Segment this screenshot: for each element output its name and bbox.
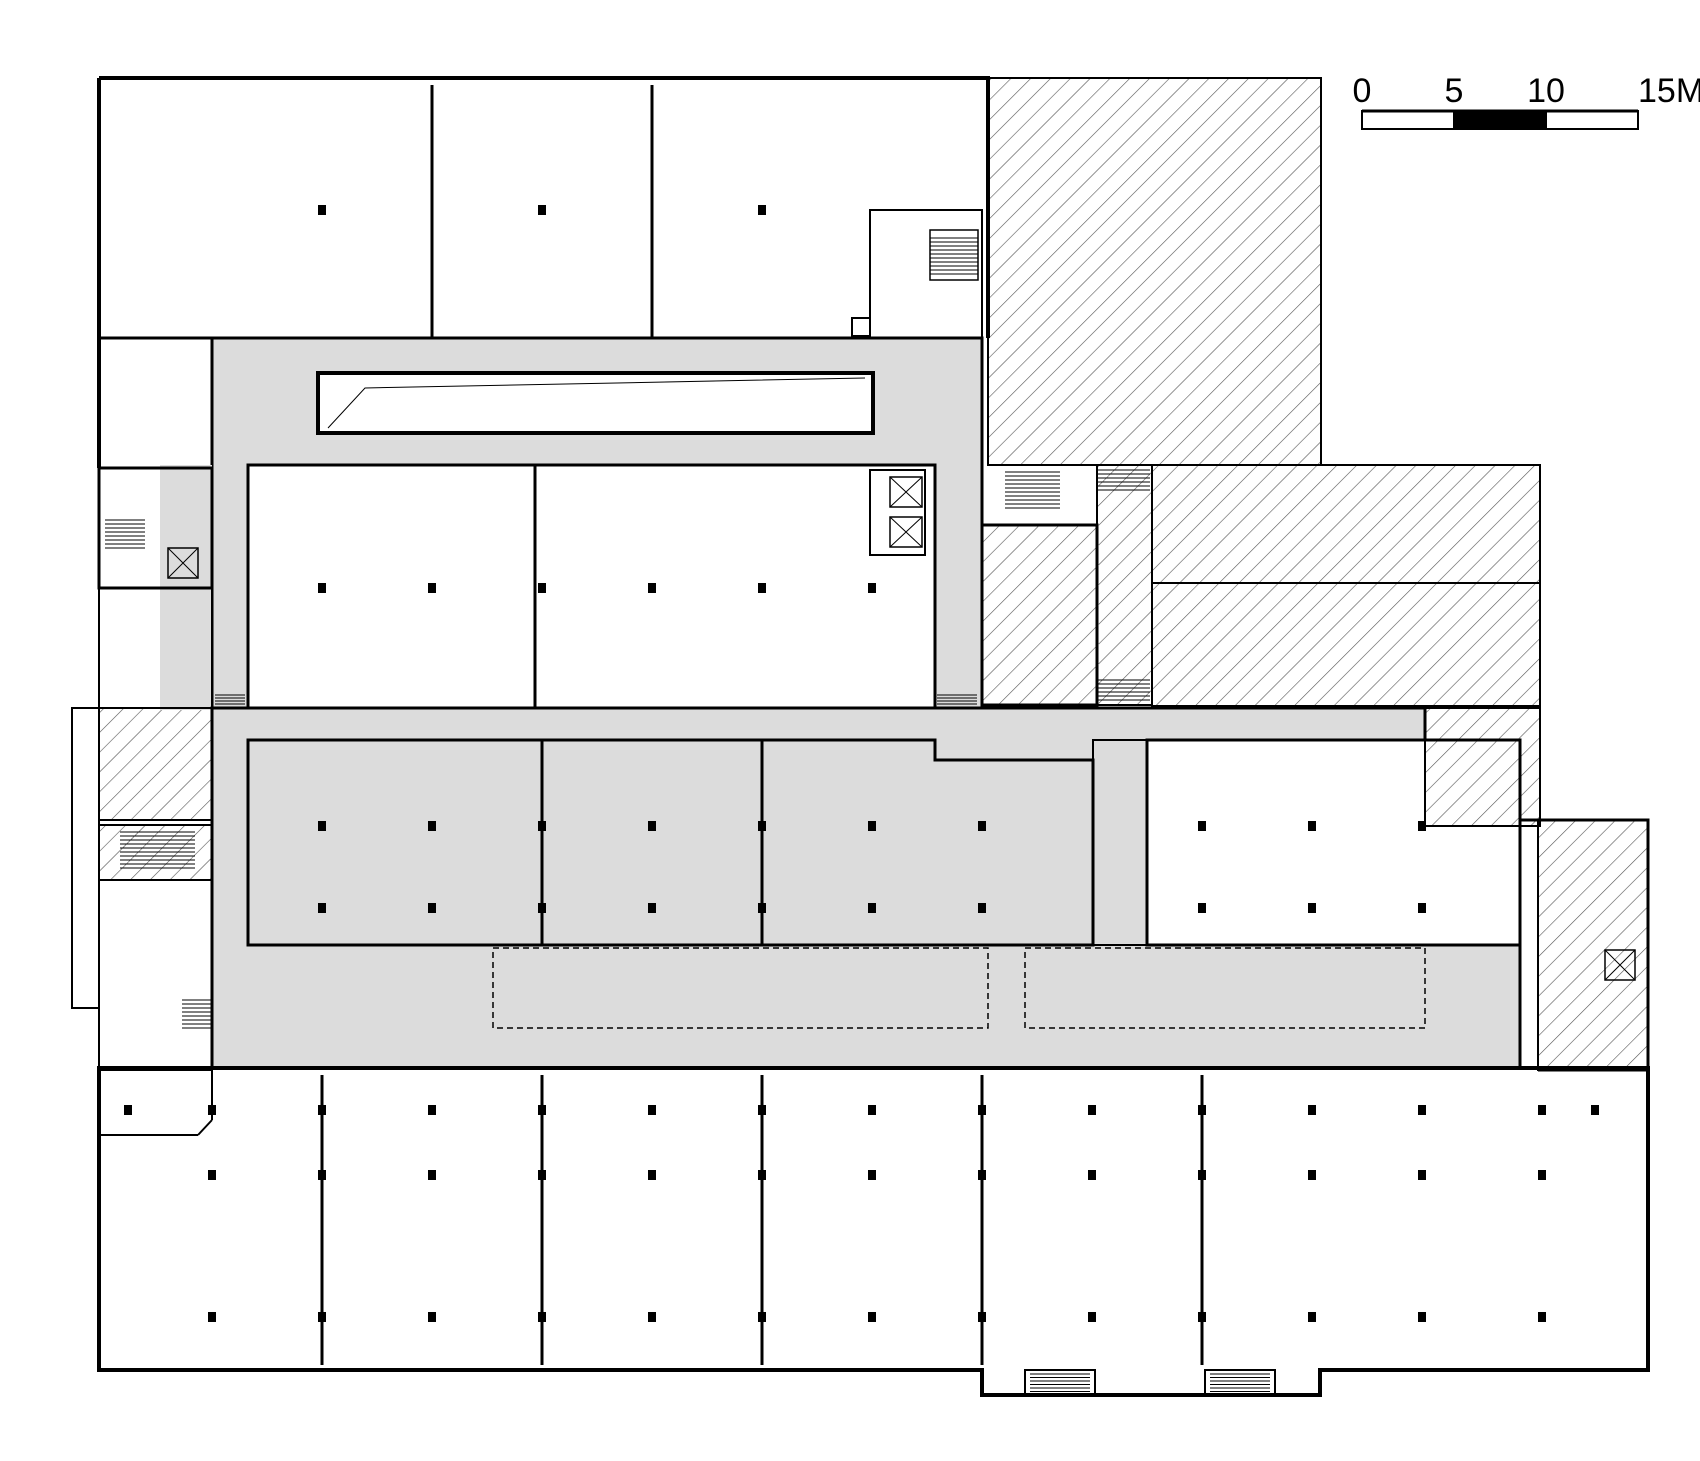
column <box>1538 1105 1546 1115</box>
column <box>318 583 326 593</box>
column <box>318 1105 326 1115</box>
column <box>1538 1170 1546 1180</box>
hatched-area-west-stair <box>98 707 213 821</box>
column <box>978 821 986 831</box>
column <box>428 1105 436 1115</box>
column <box>1308 903 1316 913</box>
column <box>758 903 766 913</box>
scale-bar-segment-3 <box>1545 110 1639 130</box>
column <box>538 821 546 831</box>
column <box>1198 903 1206 913</box>
column <box>978 1312 986 1322</box>
column <box>1418 1170 1426 1180</box>
column <box>978 1170 986 1180</box>
column <box>318 205 326 215</box>
corridor-main-lower <box>210 706 1522 1070</box>
column <box>648 583 656 593</box>
south-block-wall <box>97 1066 1650 1397</box>
column <box>868 1105 876 1115</box>
column <box>758 821 766 831</box>
column <box>1198 1170 1206 1180</box>
column <box>318 903 326 913</box>
column <box>1308 1105 1316 1115</box>
column <box>208 1105 216 1115</box>
column <box>1418 903 1426 913</box>
column <box>1418 1105 1426 1115</box>
column <box>868 821 876 831</box>
column <box>1538 1312 1546 1322</box>
column <box>1591 1105 1599 1115</box>
scale-label-15m: 15M <box>1638 72 1700 110</box>
column <box>1418 1312 1426 1322</box>
hatched-area-east-middle <box>1151 582 1541 707</box>
column <box>648 1105 656 1115</box>
column <box>318 1312 326 1322</box>
hatched-area-east-core <box>1537 819 1649 1071</box>
column <box>318 1170 326 1180</box>
column <box>1418 821 1426 831</box>
column <box>538 205 546 215</box>
column <box>868 1312 876 1322</box>
column <box>538 903 546 913</box>
dashed-zones <box>492 947 1426 1029</box>
column <box>868 583 876 593</box>
column <box>538 1170 546 1180</box>
column <box>538 1105 546 1115</box>
scale-label-0: 0 <box>1353 72 1372 110</box>
scale-bar: 0 5 10 15M <box>1353 72 1700 130</box>
column <box>978 903 986 913</box>
scale-label-10: 10 <box>1527 72 1565 110</box>
hatched-area-stair-core <box>980 523 1099 707</box>
column <box>1088 1312 1096 1322</box>
hatched-area-northeast <box>987 77 1322 466</box>
column <box>758 1170 766 1180</box>
light-well <box>316 371 875 435</box>
column <box>1308 1312 1316 1322</box>
scale-bar-segment-1 <box>1361 110 1455 130</box>
column <box>538 1312 546 1322</box>
column <box>124 1105 132 1115</box>
column <box>1088 1170 1096 1180</box>
column <box>1308 821 1316 831</box>
hatched-areas <box>98 77 1649 1071</box>
column <box>1088 1105 1096 1115</box>
column <box>428 821 436 831</box>
north-block-wall <box>99 76 990 338</box>
column <box>648 821 656 831</box>
column <box>1308 1170 1316 1180</box>
column <box>428 1170 436 1180</box>
column <box>1198 1312 1206 1322</box>
column <box>1198 1105 1206 1115</box>
structural-columns <box>124 205 1599 1322</box>
column <box>978 1105 986 1115</box>
column <box>1198 821 1206 831</box>
column <box>318 821 326 831</box>
column <box>208 1170 216 1180</box>
column <box>208 1312 216 1322</box>
corridor-north-south-spine <box>1092 739 1148 946</box>
column <box>868 1170 876 1180</box>
column <box>868 903 876 913</box>
column <box>758 205 766 215</box>
column <box>538 583 546 593</box>
column <box>758 583 766 593</box>
column <box>648 903 656 913</box>
column <box>428 583 436 593</box>
hatched-area-east-upper <box>1151 464 1541 584</box>
column <box>758 1105 766 1115</box>
hatched-area-east-small <box>1424 707 1541 827</box>
column <box>428 1312 436 1322</box>
stairs <box>105 237 1270 1392</box>
column <box>758 1312 766 1322</box>
column <box>648 1170 656 1180</box>
column <box>428 903 436 913</box>
hatched-area-link-corridor <box>1096 464 1153 706</box>
column <box>648 1312 656 1322</box>
scale-bar-segment-2 <box>1453 110 1547 130</box>
scale-label-5: 5 <box>1445 72 1464 110</box>
